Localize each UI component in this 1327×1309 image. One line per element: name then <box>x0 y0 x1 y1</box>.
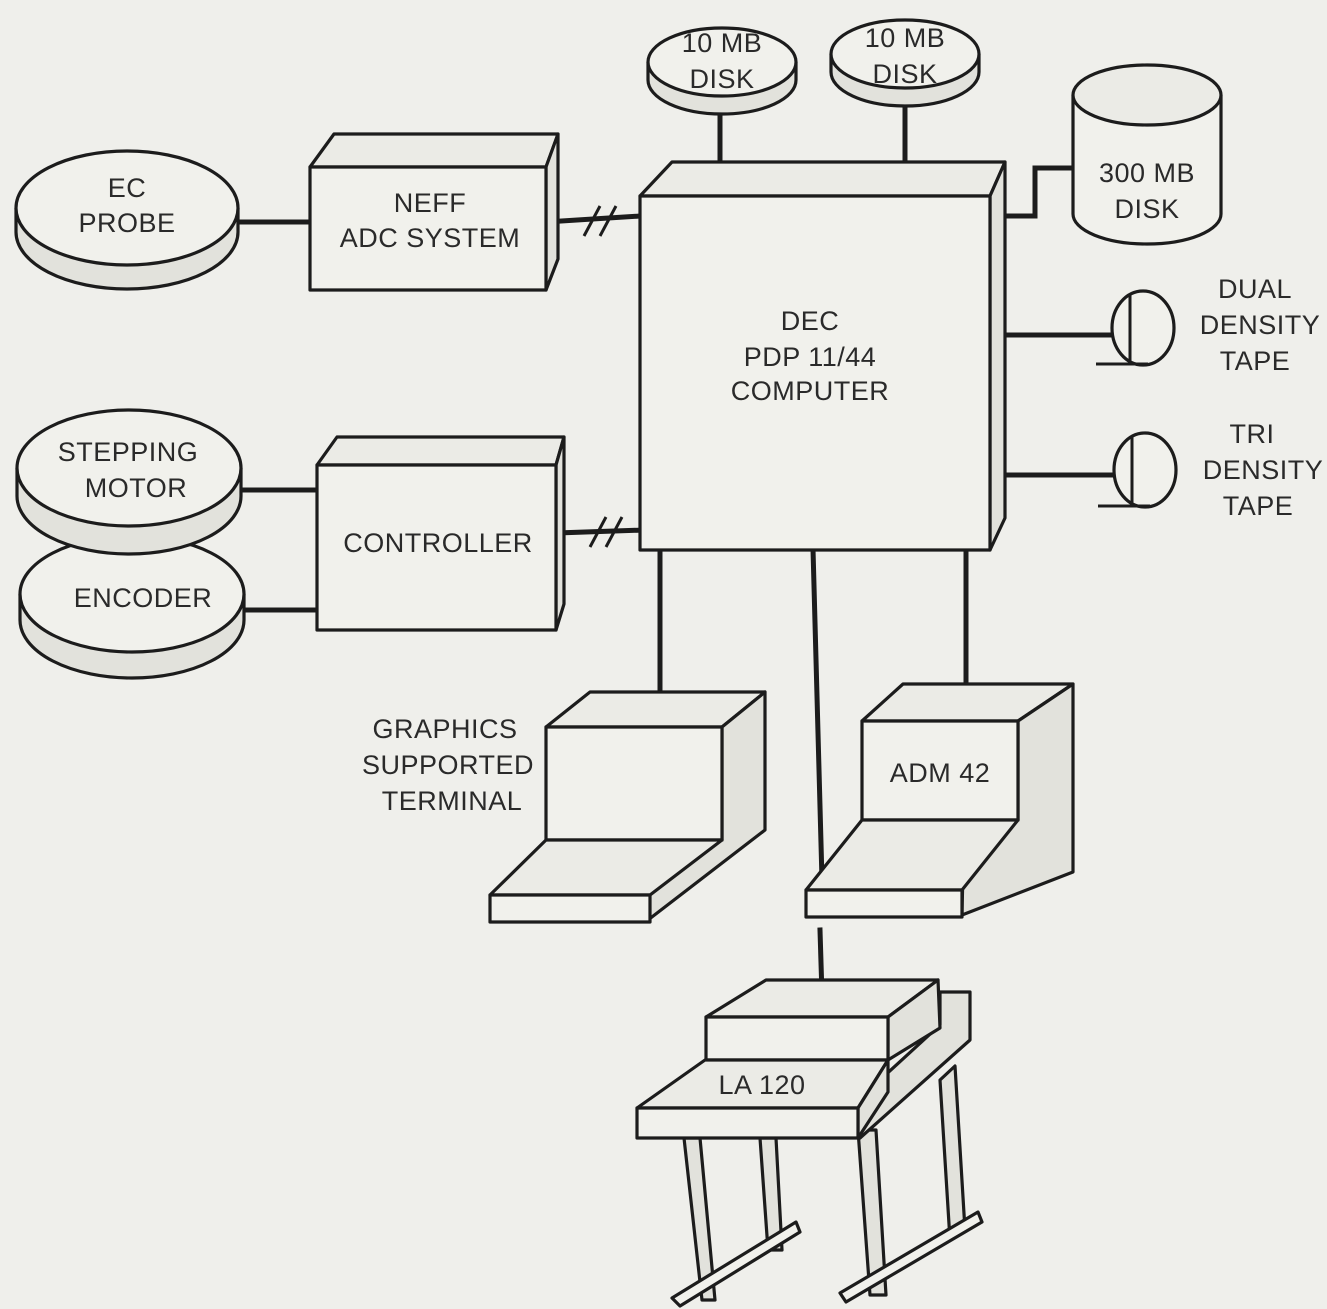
disk2-label: DISK <box>872 59 937 89</box>
stepping-motor-top <box>15 408 243 528</box>
la-120-label: LA 120 <box>718 1070 805 1100</box>
tri-tape-label: TAPE <box>1223 491 1294 521</box>
disk1-top <box>646 26 798 98</box>
adm-42-terminal: ADM 42 <box>804 682 1075 919</box>
adc-box-side <box>544 132 560 292</box>
adc-label: NEFF <box>394 188 467 218</box>
computer-label: COMPUTER <box>731 376 890 406</box>
graphics-terminal-label: SUPPORTED <box>362 750 534 780</box>
disk1-label: DISK <box>689 64 754 94</box>
disk2-top <box>829 18 981 90</box>
disk-10mb-1: 10 MB DISK <box>646 26 798 116</box>
adm-terminal-screen <box>860 719 1020 822</box>
controller-box-front <box>315 463 558 632</box>
tri-tape-label: DENSITY <box>1203 455 1324 485</box>
controller-box-top <box>315 435 566 467</box>
encoder: ENCODER <box>18 534 246 680</box>
dual-tape-label: DENSITY <box>1200 310 1321 340</box>
tri-density-tape: TRI DENSITY TAPE <box>1098 419 1323 521</box>
ec-probe-label: EC <box>108 173 147 203</box>
break-mark <box>588 516 608 548</box>
connections <box>235 93 1121 998</box>
adm-terminal-label: ADM 42 <box>890 758 991 788</box>
break-mark <box>604 516 624 548</box>
computer-box-side <box>988 160 1007 552</box>
disk2-label: 10 MB <box>865 23 946 53</box>
encoder-label: ENCODER <box>74 583 213 613</box>
disk-300mb: 300 MB DISK <box>1071 63 1223 246</box>
disk-10mb-2: 10 MB DISK <box>829 18 981 108</box>
disk300-body <box>1071 95 1223 246</box>
la120-line-upper <box>810 546 825 883</box>
pdp-11-44-computer: DEC PDP 11/44 COMPUTER <box>638 160 1007 552</box>
adm-terminal-base <box>804 888 964 919</box>
tri-tape-reel <box>1112 431 1178 509</box>
dual-density-tape: DUAL DENSITY TAPE <box>1096 274 1320 376</box>
disk300-label: DISK <box>1114 194 1179 224</box>
la-120-foot <box>838 1210 984 1304</box>
adc-box-front <box>308 165 548 292</box>
ec-probe-top <box>14 149 240 267</box>
break-mark <box>582 205 602 237</box>
controller-label: CONTROLLER <box>343 528 533 558</box>
stepping-motor: STEPPING MOTOR <box>15 408 243 556</box>
adc-label: ADC SYSTEM <box>340 223 521 253</box>
graphics-terminal-label: GRAPHICS <box>372 714 517 744</box>
graphics-terminal: GRAPHICS SUPPORTED TERMINAL <box>362 690 767 924</box>
dual-tape-reel <box>1110 289 1176 367</box>
la-120-printer: LA 120 <box>635 978 984 1308</box>
graphics-terminal-base <box>488 893 652 924</box>
ec-probe-label: PROBE <box>78 208 175 238</box>
computer-box-top <box>638 160 1007 198</box>
la-120-printhead-front <box>704 1015 890 1062</box>
dual-tape-label: DUAL <box>1218 274 1292 304</box>
tri-tape-label: TRI <box>1230 419 1275 449</box>
ec-probe: EC PROBE <box>14 149 240 291</box>
neff-adc-system: NEFF ADC SYSTEM <box>308 132 560 292</box>
computer-label: DEC <box>781 306 840 336</box>
graphics-terminal-label: TERMINAL <box>382 786 523 816</box>
disk300-top <box>1071 63 1223 127</box>
stepping-motor-label: STEPPING <box>58 437 199 467</box>
disk300-label: 300 MB <box>1099 158 1195 188</box>
disk300-line <box>995 165 1080 219</box>
controller: CONTROLLER <box>315 435 566 632</box>
stepping-motor-label: MOTOR <box>85 473 188 503</box>
la-120-foot <box>670 1220 802 1308</box>
disk1-label: 10 MB <box>682 28 763 58</box>
break-mark <box>598 205 618 237</box>
dual-tape-label: TAPE <box>1220 346 1291 376</box>
adc-box-top <box>308 132 560 169</box>
computer-label: PDP 11/44 <box>744 342 877 372</box>
la-120-leg <box>938 1064 967 1242</box>
graphics-terminal-screen <box>544 725 724 842</box>
controller-to-computer-line <box>553 527 648 536</box>
la-120-keyboard-front <box>635 1106 860 1140</box>
computer-box-front <box>638 194 992 552</box>
